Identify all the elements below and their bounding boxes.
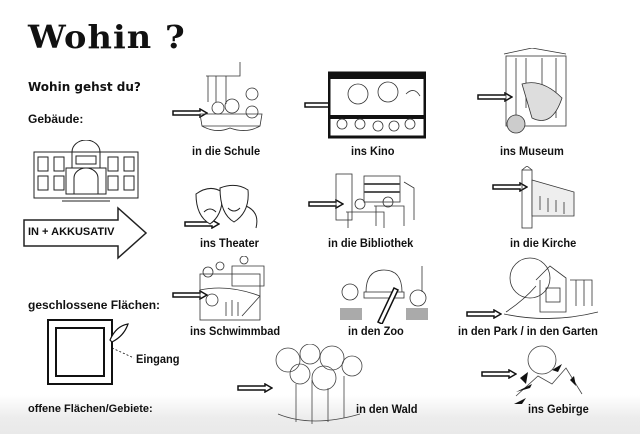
mountains-icon — [514, 345, 583, 404]
place-label-museum: ins Museum — [500, 144, 564, 158]
swimming-pool-icon — [199, 256, 265, 321]
buildings-label: Gebäude: — [28, 112, 84, 126]
arrow-right-icon — [481, 369, 517, 379]
park-garden-icon — [503, 257, 599, 319]
arrow-right-icon — [466, 309, 502, 319]
page-subtitle: Wohin gehst du? — [28, 80, 141, 94]
in-akkusativ-arrow-icon — [23, 206, 148, 260]
arrow-right-icon — [172, 108, 208, 118]
library-icon — [335, 173, 415, 228]
place-label-forest: in den Wald — [356, 402, 418, 416]
place-label-church: in die Kirche — [510, 236, 577, 250]
building-icon — [33, 140, 139, 202]
forest-icon — [275, 344, 363, 424]
museum-icon — [503, 48, 567, 134]
cinema-icon — [328, 71, 426, 139]
page-title: Wohin ? — [28, 18, 186, 56]
place-label-zoo: in den Zoo — [348, 324, 404, 338]
closed-areas-label: geschlossene Flächen: — [28, 298, 161, 312]
bottom-band — [0, 395, 640, 434]
zoo-icon — [340, 266, 428, 324]
place-label-mountains: ins Gebirge — [528, 402, 589, 416]
place-label-park-garden: in den Park / in den Garten — [458, 324, 598, 338]
open-areas-label: offene Flächen/Gebiete: — [28, 403, 153, 415]
closed-area-diagram-icon — [47, 319, 135, 385]
theater-masks-icon — [195, 184, 258, 229]
rule-label: IN + AKKUSATIV — [28, 226, 115, 238]
place-label-theater: ins Theater — [200, 236, 259, 250]
arrow-right-icon — [237, 383, 273, 393]
place-label-swimming-pool: ins Schwimmbad — [190, 324, 281, 338]
arrow-right-icon — [492, 182, 528, 192]
place-label-library: in die Bibliothek — [328, 236, 414, 250]
place-label-school: in die Schule — [192, 144, 261, 158]
church-icon — [521, 166, 575, 229]
place-label-cinema: ins Kino — [351, 144, 395, 158]
arrow-right-icon — [477, 92, 513, 102]
school-classroom-icon — [199, 62, 263, 131]
entrance-label: Eingang — [136, 352, 180, 366]
